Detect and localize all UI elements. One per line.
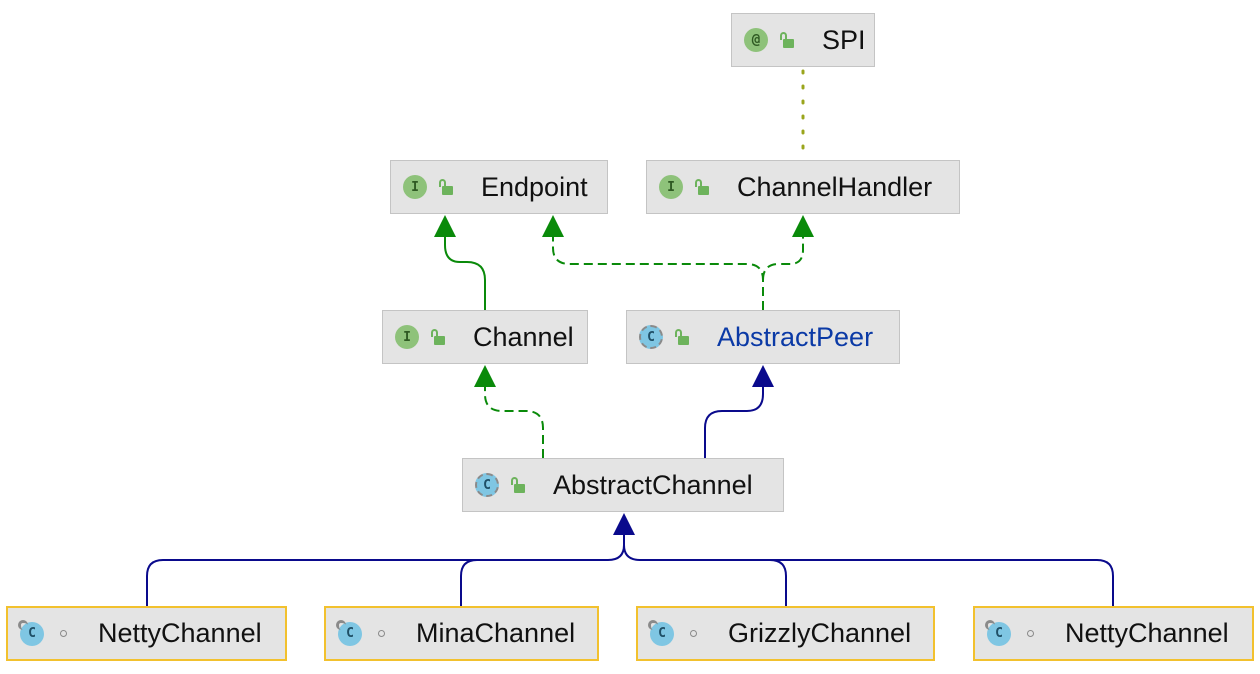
- public-lock-icon: [671, 329, 693, 345]
- package-private-icon: [682, 630, 704, 637]
- public-lock-icon: [427, 329, 449, 345]
- arrowhead-abstractpeer: [752, 365, 774, 387]
- interface-icon: I: [395, 325, 419, 349]
- node-spi[interactable]: @ SPI: [731, 13, 875, 67]
- public-lock-icon: [435, 179, 457, 195]
- class-icon: C: [18, 619, 44, 646]
- node-abstractchannel[interactable]: C AbstractChannel: [462, 458, 784, 512]
- node-abstractpeer[interactable]: C AbstractPeer: [626, 310, 900, 364]
- edge-nettychannel-b: [770, 559, 1114, 606]
- node-label: MinaChannel: [416, 618, 576, 648]
- package-private-icon: [370, 630, 392, 637]
- class-icon: C: [985, 619, 1011, 646]
- annotation-type-icon: @: [744, 28, 768, 52]
- arrowhead-endpoint-from-channel: [434, 215, 456, 237]
- node-label: NettyChannel: [1065, 618, 1229, 648]
- node-nettychannel-1[interactable]: C NettyChannel: [6, 606, 287, 661]
- edge-abstractchannel-abstractpeer: [704, 386, 764, 458]
- node-label: SPI: [822, 24, 866, 55]
- node-label: ChannelHandler: [737, 171, 933, 202]
- arrowhead-abstractchannel: [613, 513, 635, 535]
- node-label: GrizzlyChannel: [728, 618, 912, 648]
- public-lock-icon: [776, 32, 798, 48]
- abstract-class-icon: C: [475, 473, 499, 497]
- package-private-icon: [52, 630, 74, 637]
- node-label: Endpoint: [481, 171, 588, 202]
- edge-abstractpeer-endpoint: [552, 236, 764, 310]
- node-label: AbstractPeer: [717, 321, 874, 352]
- public-lock-icon: [507, 477, 529, 493]
- arrowhead-channelhandler: [792, 215, 814, 237]
- class-icon: C: [648, 619, 674, 646]
- package-private-icon: [1019, 630, 1041, 637]
- edge-abstractchannel-channel: [484, 386, 544, 458]
- node-channelhandler[interactable]: I ChannelHandler: [646, 160, 960, 214]
- node-nettychannel-2[interactable]: C NettyChannel: [973, 606, 1254, 661]
- public-lock-icon: [691, 179, 713, 195]
- node-label: Channel: [473, 321, 574, 352]
- abstract-class-icon: C: [639, 325, 663, 349]
- node-channel[interactable]: I Channel: [382, 310, 588, 364]
- edge-minachannel: [460, 559, 478, 606]
- node-label: AbstractChannel: [553, 469, 753, 500]
- node-endpoint[interactable]: I Endpoint: [390, 160, 608, 214]
- node-minachannel[interactable]: C MinaChannel: [324, 606, 599, 661]
- edge-channel-endpoint: [444, 236, 486, 310]
- class-icon: C: [336, 619, 362, 646]
- interface-icon: I: [403, 175, 427, 199]
- arrowhead-endpoint-from-abstractpeer: [542, 215, 564, 237]
- node-label: NettyChannel: [98, 618, 262, 648]
- interface-icon: I: [659, 175, 683, 199]
- arrowhead-channel: [474, 365, 496, 387]
- edge-grizzlychannel: [623, 544, 787, 606]
- edge-nettychannel-a: [146, 534, 625, 606]
- edge-abstractpeer-channelhandler: [762, 236, 804, 281]
- node-grizzlychannel[interactable]: C GrizzlyChannel: [636, 606, 935, 661]
